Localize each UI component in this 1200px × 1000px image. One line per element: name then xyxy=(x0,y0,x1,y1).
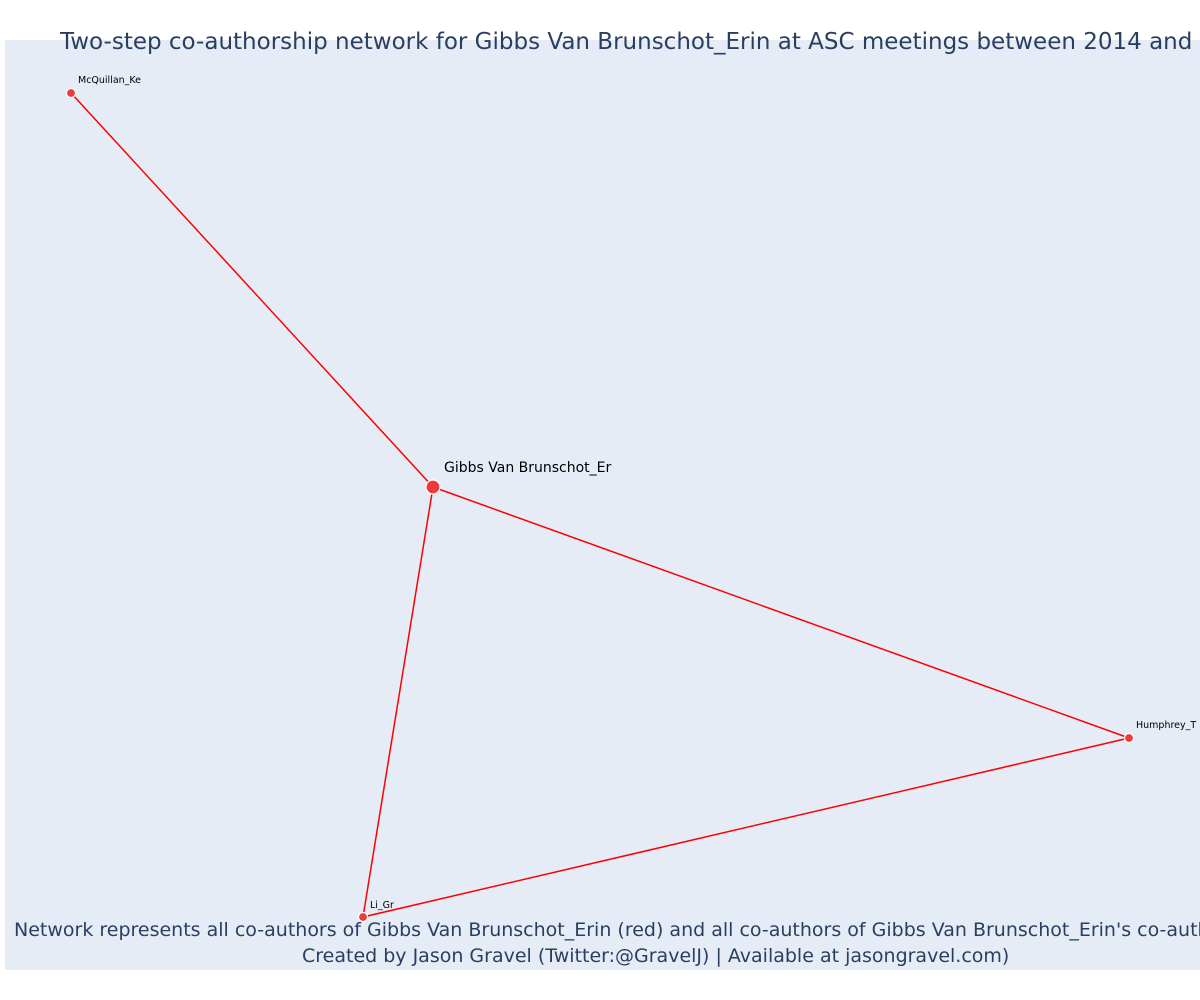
node-li[interactable] xyxy=(357,911,369,923)
node-humphrey[interactable] xyxy=(1123,732,1135,744)
edges-layer xyxy=(70,92,1130,918)
chart-title: Two-step co-authorship network for Gibbs… xyxy=(60,29,1193,55)
node-label-li: Li_Gr xyxy=(370,900,394,911)
edge-gibbs-mcquillan xyxy=(70,92,434,488)
caption-line-1: Network represents all co-authors of Gib… xyxy=(14,919,1200,941)
node-gibbs[interactable] xyxy=(425,479,441,495)
node-label-humphrey: Humphrey_T xyxy=(1136,720,1196,731)
edge-gibbs-humphrey xyxy=(432,486,1130,739)
caption-line-2: Created by Jason Gravel (Twitter:@Gravel… xyxy=(302,945,1010,967)
edge-li-humphrey xyxy=(362,737,1130,918)
edge-gibbs-li xyxy=(362,486,434,918)
plot-area xyxy=(5,40,1200,970)
node-label-gibbs: Gibbs Van Brunschot_Er xyxy=(444,460,612,476)
node-mcquillan[interactable] xyxy=(65,87,77,99)
nodes-layer: Gibbs Van Brunschot_Er McQuillan_KeHumphr… xyxy=(65,75,1196,923)
node-label-mcquillan: McQuillan_Ke xyxy=(78,75,141,86)
